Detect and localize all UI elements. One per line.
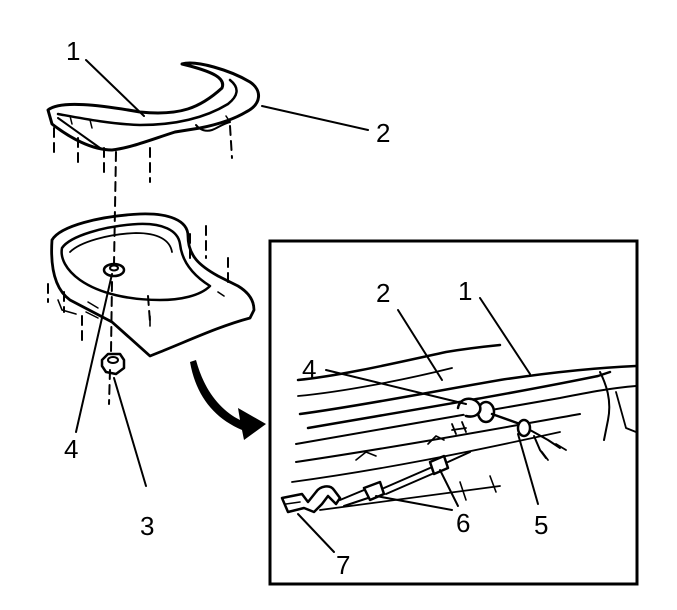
callout-1: 1 <box>66 36 80 66</box>
detail-trim-panel <box>296 343 638 416</box>
lower-housing <box>50 212 256 358</box>
callout-3: 3 <box>140 511 154 541</box>
alignment-lines <box>47 125 233 405</box>
detail-callout-6: 6 <box>456 508 470 538</box>
detail-callout-1: 1 <box>458 276 472 306</box>
callout-4: 4 <box>64 434 78 464</box>
detail-view: 2 1 4 5 6 7 <box>268 239 639 586</box>
detail-callout-7: 7 <box>336 550 350 580</box>
main-leader-lines <box>75 59 369 487</box>
detail-callout-2: 2 <box>376 278 390 308</box>
detail-leader-lines <box>297 297 539 553</box>
retaining-clips <box>339 451 471 507</box>
nut <box>100 352 126 376</box>
harness-connector <box>476 400 567 461</box>
detail-frame <box>268 239 639 586</box>
detail-callout-5: 5 <box>534 510 548 540</box>
callout-2: 2 <box>376 118 390 148</box>
upper-trim-panel <box>46 61 260 152</box>
detail-lid <box>291 370 637 511</box>
detail-callout-4: 4 <box>302 354 316 384</box>
wire-harness-end <box>280 485 342 514</box>
grommet <box>102 262 126 278</box>
detail-arrow <box>190 360 266 440</box>
